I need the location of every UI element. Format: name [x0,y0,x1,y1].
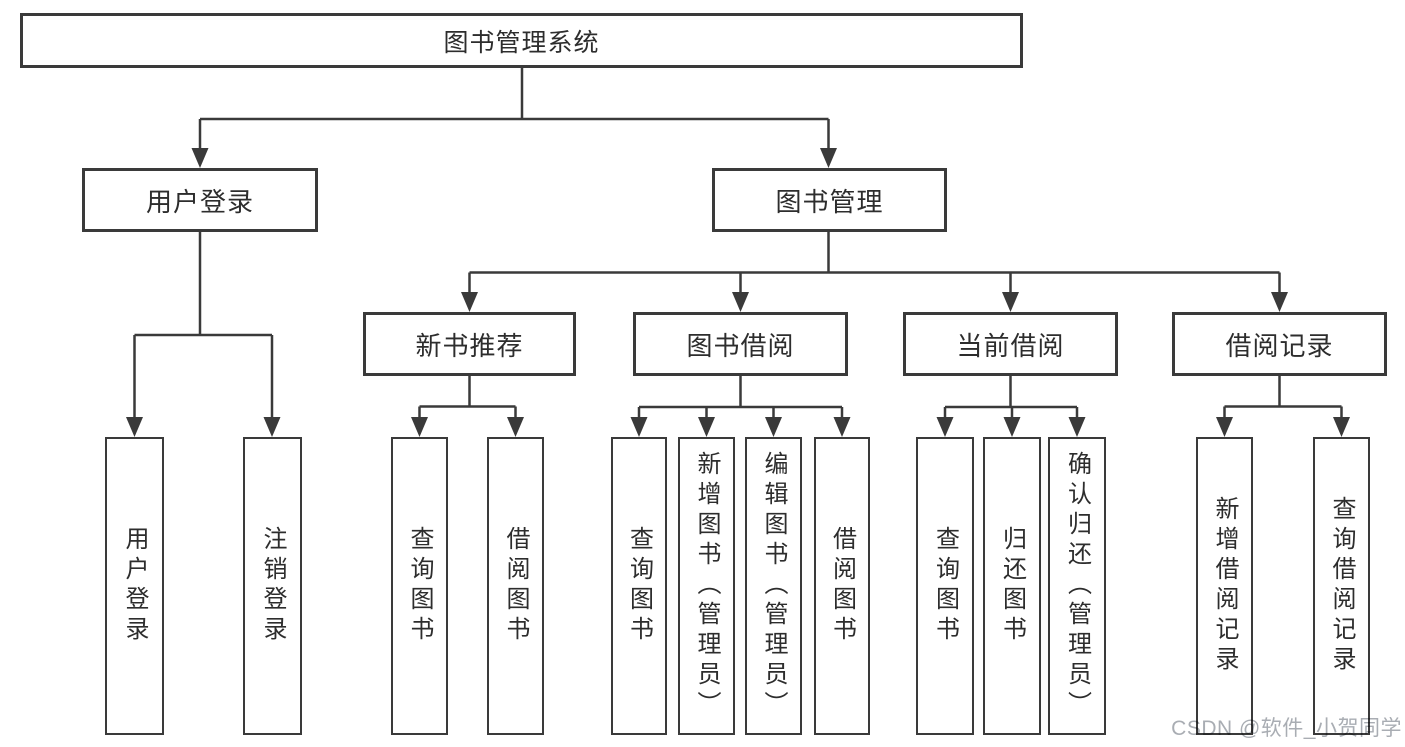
node-book-management: 图书管理 [712,168,947,232]
arrow-down-icon [1002,292,1019,312]
leaf-logout: 注销登录 [243,437,302,735]
arrow-down-icon [833,417,851,437]
leaf-query-books: 查询图书 [916,437,974,735]
node-borrow-record: 借阅记录 [1172,312,1387,376]
leaf-return-books: 归还图书 [983,437,1041,735]
arrow-down-icon [698,417,715,437]
connector-root-to-level1 [198,68,830,150]
leaf-borrow-books: 借阅图书 [487,437,544,735]
arrow-down-icon [461,292,478,312]
leaf-add-book-admin: 新增图书（管理员） [678,437,735,735]
connector-user-login-branch [133,232,274,420]
arrow-down-icon [1068,417,1086,437]
arrow-down-icon [191,148,209,168]
node-user-login: 用户登录 [82,168,318,232]
leaf-query-borrow-record: 查询借阅记录 [1313,437,1370,735]
connector-borrow-record-branch [1223,376,1343,420]
leaf-add-borrow-record: 新增借阅记录 [1196,437,1253,735]
arrow-down-icon [507,417,524,437]
connector-current-borrow-branch [943,376,1079,420]
node-book-borrow: 图书借阅 [633,312,848,376]
leaf-user-login: 用户登录 [105,437,164,735]
connector-book-mgmt-branch [468,232,1281,296]
arrow-down-icon [126,417,143,437]
arrow-down-icon [765,417,782,437]
connector-lines [133,68,1343,420]
arrow-down-icon [1271,292,1288,312]
csdn-watermark: CSDN @软件_小贺同学 [1171,717,1402,740]
leaf-borrow-books: 借阅图书 [814,437,870,735]
arrow-down-icon [411,417,428,437]
arrow-down-icon [1003,417,1021,437]
arrow-down-icon [263,417,281,437]
arrow-down-icon [630,417,648,437]
leaf-query-books: 查询图书 [611,437,667,735]
connector-new-book-branch [418,376,517,420]
leaf-confirm-return-admin: 确认归还（管理员） [1048,437,1106,735]
leaf-query-books: 查询图书 [391,437,448,735]
arrow-down-icon [1333,417,1350,437]
leaf-edit-book-admin: 编辑图书（管理员） [745,437,802,735]
arrow-down-icon [732,292,749,312]
arrow-down-icon [936,417,954,437]
node-new-book-recommend: 新书推荐 [363,312,576,376]
node-root-system: 图书管理系统 [20,13,1023,68]
arrow-down-icon [1216,417,1233,437]
node-current-borrow: 当前借阅 [903,312,1118,376]
connector-book-borrow-branch [637,376,844,420]
arrowhead-icons [126,148,1350,437]
arrow-down-icon [820,148,837,168]
